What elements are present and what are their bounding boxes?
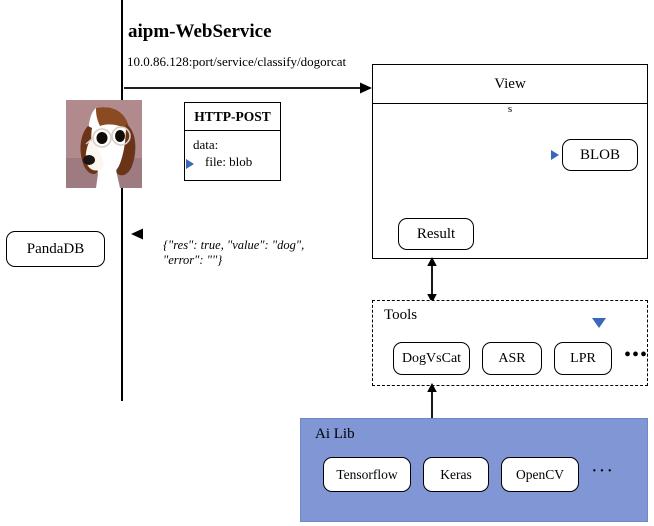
service-url-text: 10.0.86.128:port/service/classify/dogorc… bbox=[127, 54, 347, 69]
request-arrow bbox=[124, 82, 372, 94]
response-json-text: {"res": true, "value": "dog", "error": "… bbox=[163, 238, 305, 267]
http-post-title: HTTP-POST bbox=[185, 103, 280, 131]
tool-item-lpr[interactable]: LPR bbox=[554, 342, 612, 375]
response-arrowhead bbox=[131, 228, 143, 240]
lib-label: OpenCV bbox=[516, 466, 564, 482]
http-post-body: data: file: blob bbox=[185, 131, 280, 170]
tool-item-asr[interactable]: ASR bbox=[482, 342, 542, 375]
tool-label: ASR bbox=[498, 350, 526, 366]
tool-label: DogVsCat bbox=[401, 350, 462, 366]
client-server-divider bbox=[121, 0, 123, 401]
tools-more-ellipsis: ••• bbox=[624, 343, 649, 366]
tool-item-dogvscat[interactable]: DogVsCat bbox=[393, 342, 470, 375]
http-post-file-label: file: blob bbox=[205, 154, 253, 169]
tools-title: Tools bbox=[384, 307, 418, 323]
lib-item-keras[interactable]: Keras bbox=[423, 457, 489, 492]
file-blob-pointer-icon bbox=[186, 159, 194, 169]
pandadb-box[interactable]: PandaDB bbox=[6, 231, 105, 267]
http-post-box: HTTP-POST data: file: blob bbox=[184, 102, 281, 181]
service-title: aipm-WebService bbox=[128, 21, 272, 42]
ailib-list: Tensorflow Keras OpenCV ··· bbox=[323, 457, 614, 492]
views-title-overflow: s bbox=[507, 103, 513, 115]
lib-label: Tensorflow bbox=[336, 466, 398, 482]
pandadb-label: PandaDB bbox=[26, 240, 85, 257]
lib-item-tensorflow[interactable]: Tensorflow bbox=[323, 457, 411, 492]
blob-pointer-icon bbox=[551, 150, 559, 160]
ailib-more-ellipsis: ··· bbox=[591, 459, 614, 482]
lib-label: Keras bbox=[440, 466, 472, 482]
tool-label: LPR bbox=[570, 350, 596, 366]
ailib-title: Ai Lib bbox=[315, 426, 355, 442]
dog-photo bbox=[66, 100, 142, 188]
tools-container: Tools DogVsCat ASR LPR ••• bbox=[372, 300, 648, 386]
views-title: View bbox=[373, 65, 647, 104]
chevron-down-icon[interactable] bbox=[592, 318, 606, 328]
blob-label: BLOB bbox=[579, 146, 620, 163]
blob-box[interactable]: BLOB bbox=[562, 139, 638, 171]
tools-list: DogVsCat ASR LPR ••• bbox=[393, 342, 648, 375]
result-box[interactable]: Result bbox=[398, 218, 474, 250]
ailib-container: Ai Lib Tensorflow Keras OpenCV ··· bbox=[300, 418, 648, 522]
http-post-data-label: data: bbox=[193, 137, 219, 152]
lib-item-opencv[interactable]: OpenCV bbox=[501, 457, 579, 492]
views-tools-connector-arrow bbox=[427, 257, 437, 303]
result-label: Result bbox=[416, 225, 456, 242]
